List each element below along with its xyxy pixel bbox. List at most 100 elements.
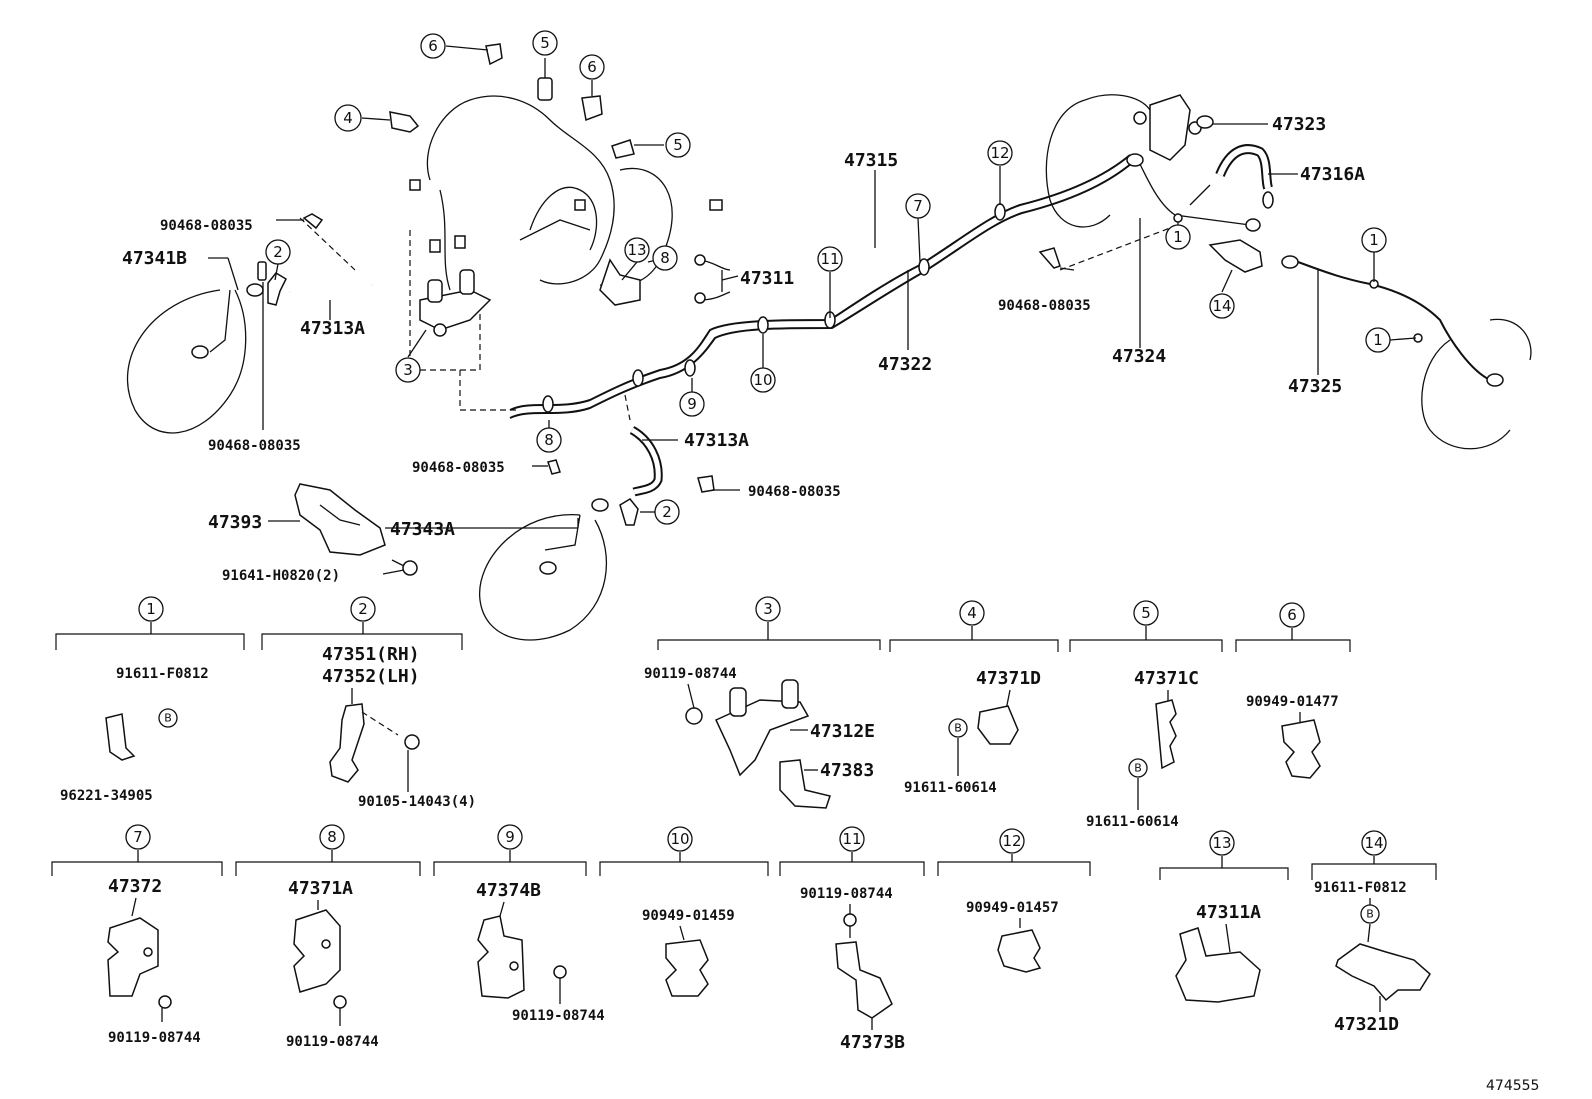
clip-90468-rear: [1038, 247, 1061, 269]
label-47316A: 47316A: [1300, 164, 1365, 185]
clip-90468-mid: [547, 459, 561, 475]
d9-label-47374B: 47374B: [476, 880, 541, 901]
d8-label-47371A: 47371A: [288, 878, 353, 899]
callout-2: 2: [662, 503, 672, 521]
main-callouts: 6 5 6 4 5 2 13 11 7 12 3 8 8 9 10 1 14 1…: [265, 30, 1391, 525]
callout-12: 12: [990, 144, 1009, 162]
label-47341B: 47341B: [122, 248, 187, 269]
callout-1: 1: [1373, 331, 1383, 349]
label-90468-08035-b: 90468-08035: [208, 438, 301, 454]
label-47324: 47324: [1112, 346, 1166, 367]
bracket-47383: [779, 759, 831, 809]
label-47325: 47325: [1288, 376, 1342, 397]
left-front-brake-disc: [126, 289, 247, 434]
detail-callout-1: 1: [146, 600, 156, 618]
d9-label-90119-08744: 90119-08744: [512, 1008, 605, 1024]
clip-90949-01459: [665, 939, 709, 997]
d4-label-91611-60614: 91611-60614: [904, 780, 997, 796]
detail-callout-12: 12: [1002, 832, 1021, 850]
label-47313A-left: 47313A: [300, 318, 365, 339]
callout-4: 4: [343, 109, 353, 127]
callout-8: 8: [544, 431, 554, 449]
clamp-5-mid: [611, 139, 635, 159]
d4-label-47371D: 47371D: [976, 668, 1041, 689]
bracket-47373B: [835, 941, 893, 1019]
detail-callout-9: 9: [505, 828, 515, 846]
callout-8: 8: [660, 249, 670, 267]
d7-label-47372: 47372: [108, 876, 162, 897]
d2-label-47351: 47351(RH): [322, 644, 420, 665]
clip-90468-left-lower: [257, 261, 267, 281]
callout-14: 14: [1212, 297, 1231, 315]
clamp-47371C: [1155, 699, 1177, 770]
clamp-96221: [105, 713, 136, 761]
label-90468-08035-e: 90468-08035: [998, 298, 1091, 314]
callout-10: 10: [753, 371, 772, 389]
label-90468-08035-c: 90468-08035: [412, 460, 505, 476]
detail-callout-5: 5: [1141, 604, 1151, 622]
clip-2-left: [267, 272, 287, 306]
detail-callout-7: 7: [133, 828, 143, 846]
right-front-brake-disc: [479, 514, 607, 641]
clamp-47371A: [293, 909, 341, 993]
d3-label-47312E: 47312E: [810, 721, 875, 742]
clip-90949-01477: [1281, 719, 1321, 779]
detail-callout-8: 8: [327, 828, 337, 846]
d3-label-90119-08744: 90119-08744: [644, 666, 737, 682]
rear-left-drum: [1045, 99, 1111, 228]
label-91641-H0820: 91641-H0820(2): [222, 568, 340, 584]
d12-label-90949-01457: 90949-01457: [966, 900, 1059, 916]
d10-label-90949-01459: 90949-01459: [642, 908, 735, 924]
label-90468-08035-d: 90468-08035: [748, 484, 841, 500]
clamp-47372: [107, 917, 159, 997]
clamp-47371D: [977, 705, 1019, 745]
figure-id: 474555: [1486, 1078, 1539, 1094]
b-marker: B: [1134, 762, 1142, 775]
label-47322: 47322: [878, 354, 932, 375]
callout-5: 5: [673, 136, 683, 154]
callout-2: 2: [273, 243, 283, 261]
d2-label-90105-14043: 90105-14043(4): [358, 794, 476, 810]
detail-row-1: 1 2 3 4 5 6 91611-F0812 B 96221-34905 47…: [55, 596, 1351, 830]
label-47343A: 47343A: [390, 519, 455, 540]
bracket-13: [599, 258, 641, 306]
d5-label-47371C: 47371C: [1134, 668, 1199, 689]
b-marker: B: [164, 712, 172, 725]
label-90468-08035-a: 90468-08035: [160, 218, 253, 234]
detail-callout-2: 2: [358, 600, 368, 618]
b-marker: B: [954, 722, 962, 735]
main-assembly: [126, 43, 1532, 641]
detail-callout-11: 11: [842, 830, 861, 848]
callout-7: 7: [913, 197, 923, 215]
d13-label-47311A: 47311A: [1196, 902, 1261, 923]
rear-tube-47325: [1297, 261, 1491, 381]
label-47323: 47323: [1272, 114, 1326, 135]
main-brake-tube-47322: [509, 162, 1133, 419]
label-47313A-right: 47313A: [684, 430, 749, 451]
d14-label-91611-F0812: 91611-F0812: [1314, 880, 1407, 896]
d2-label-47352: 47352(LH): [322, 666, 420, 687]
d3-label-47383: 47383: [820, 760, 874, 781]
callout-5: 5: [540, 34, 550, 52]
rear-right-drum: [1421, 339, 1511, 450]
detail-callout-14: 14: [1364, 834, 1383, 852]
leader-lines: [208, 45, 1417, 575]
valve-47312E: [685, 679, 810, 777]
clip-90468-top-left: [302, 213, 324, 230]
detail-row-2: 7 8 9 10 11 12 13 14 47372 90119-08744 4…: [51, 824, 1437, 1053]
clip-6-top: [485, 43, 503, 66]
d7-label-90119-08744: 90119-08744: [108, 1030, 201, 1046]
d11-label-47373B: 47373B: [840, 1032, 905, 1053]
d1-label-96221-34905: 96221-34905: [60, 788, 153, 804]
detail-callout-4: 4: [967, 604, 977, 622]
d1-label-91611-F0812: 91611-F0812: [116, 666, 209, 682]
d5-label-91611-60614: 91611-60614: [1086, 814, 1179, 830]
callout-9: 9: [687, 395, 697, 413]
clamp-47374B: [477, 915, 525, 999]
callout-6: 6: [587, 58, 597, 76]
d6-label-90949-01477: 90949-01477: [1246, 694, 1339, 710]
proportioning-valve: [419, 269, 492, 337]
label-47315: 47315: [844, 150, 898, 171]
label-47311: 47311: [740, 268, 794, 289]
